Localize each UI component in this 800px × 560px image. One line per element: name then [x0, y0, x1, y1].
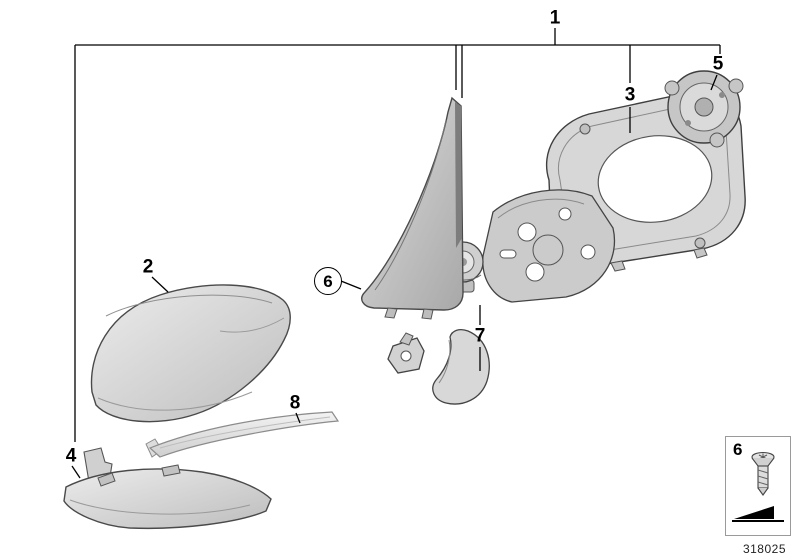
callout-8[interactable]: 8 — [289, 392, 301, 414]
legend-box: 6 — [725, 436, 791, 536]
diagram-number: 318025 — [742, 542, 786, 556]
part-lower-housing-cover — [63, 447, 272, 530]
callout-5[interactable]: 5 — [712, 53, 724, 75]
assembly-bracket-arm — [482, 189, 616, 303]
legend-part-number: 6 — [733, 440, 743, 459]
direction-arrow-icon — [730, 502, 786, 529]
leader-lines — [71, 28, 721, 479]
part-mirror-motor — [664, 70, 744, 148]
part-turn-signal-lamp — [145, 411, 340, 458]
part-lower-covers — [387, 329, 490, 405]
part-base-gasket — [361, 96, 464, 320]
part-upper-housing-cap — [90, 284, 291, 423]
callout-2[interactable]: 2 — [142, 256, 154, 278]
callout-4[interactable]: 4 — [65, 445, 77, 467]
callout-3[interactable]: 3 — [624, 84, 636, 106]
callout-6[interactable]: 6 — [314, 267, 342, 295]
callout-1[interactable]: 1 — [549, 7, 561, 29]
screw-icon — [739, 443, 779, 510]
callout-7[interactable]: 7 — [474, 325, 486, 347]
